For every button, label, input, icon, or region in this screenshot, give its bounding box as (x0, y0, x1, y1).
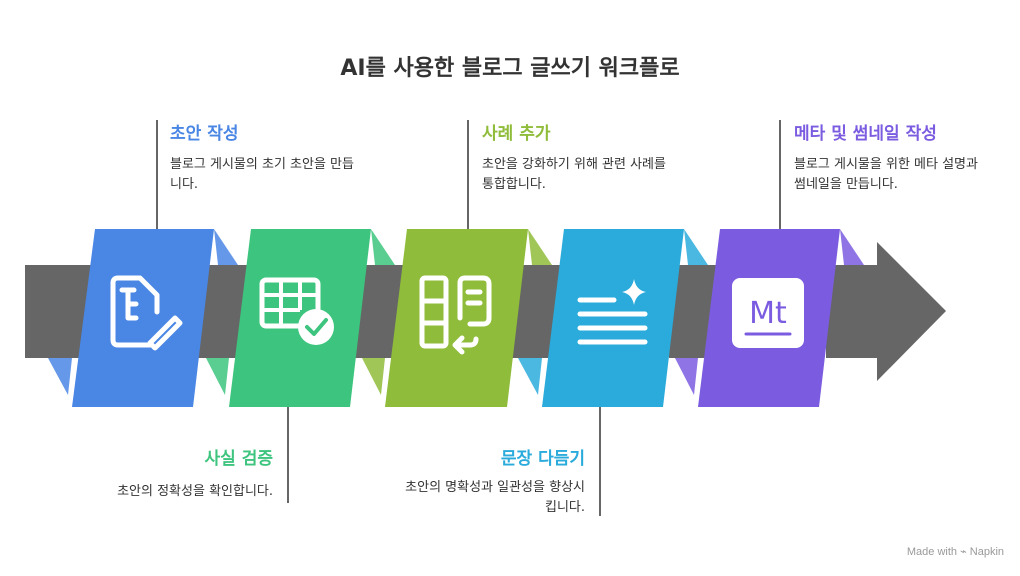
step-5-desc: 블로그 게시물을 위한 메타 설명과 썸네일을 만듭니다. (794, 157, 978, 192)
table-check-icon (259, 277, 334, 345)
napkin-watermark[interactable]: Made with ⌁ Napkin (906, 546, 1004, 558)
columns-document-icon (419, 275, 492, 355)
step-3-heading: 사례 추가 (482, 124, 551, 144)
step-4-desc: 초안의 명확성과 일관성을 향상시킵니다. (405, 480, 585, 515)
step-card-2 (206, 229, 395, 407)
step-4-heading: 문장 다듬기 (500, 449, 585, 469)
step-2-desc: 초안의 정확성을 확인합니다. (117, 484, 273, 499)
text-sparkle-icon (577, 279, 648, 345)
step-3-desc: 초안을 강화하기 위해 관련 사례를 통합합니다. (482, 157, 666, 192)
document-edit-icon (110, 275, 183, 351)
step-5-heading: 메타 및 썸네일 작성 (794, 124, 937, 144)
step-1-heading: 초안 작성 (170, 124, 239, 144)
diagram-title: AI를 사용한 블로그 글쓰기 워크플로 (340, 56, 680, 81)
step-card-4 (518, 229, 708, 407)
mt-text-icon: Mt (732, 278, 804, 348)
step-card-3 (362, 229, 552, 407)
step-2-heading: 사실 검증 (204, 449, 273, 469)
step-1-desc: 블로그 게시물의 초기 초안을 만듭니다. (170, 157, 354, 192)
step-card-1 (48, 229, 238, 407)
icon-text: Mt (749, 296, 787, 331)
arrow-head (826, 242, 946, 381)
